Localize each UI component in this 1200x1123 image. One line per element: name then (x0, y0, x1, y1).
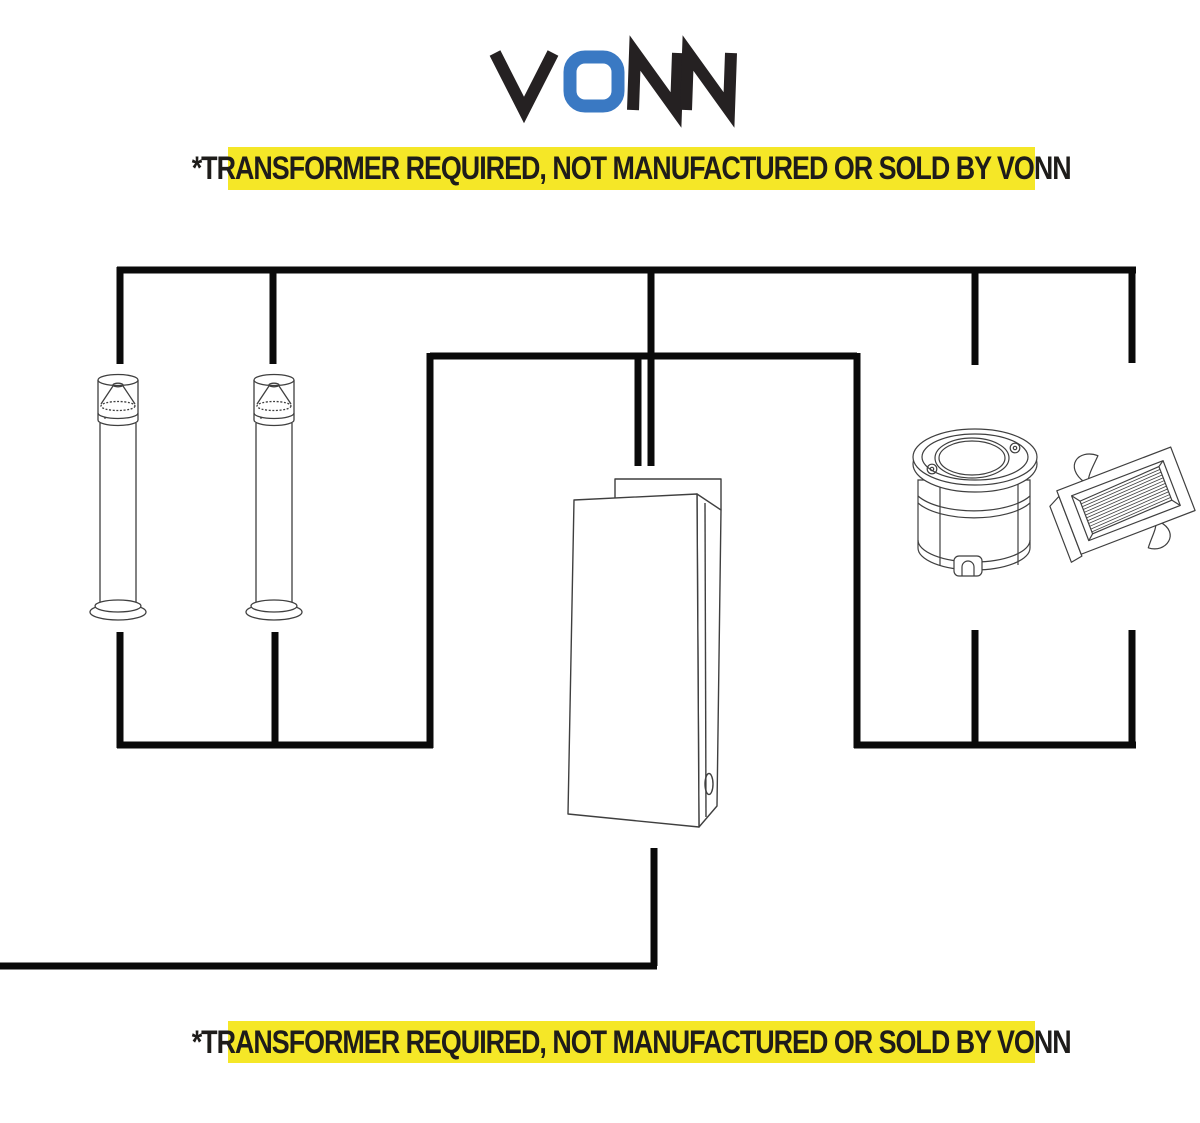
bollard-light-1-illustration (89, 373, 147, 621)
logo-letter-v (489, 50, 559, 124)
top-banner-text: *TRANSFORMER REQUIRED, NOT MANUFACTURED … (192, 150, 1072, 186)
transformer-illustration (567, 478, 722, 828)
logo-letter-n1 (627, 35, 684, 128)
vonn-logo (489, 35, 737, 128)
inground-light-illustration (912, 428, 1038, 577)
step-light-illustration (1049, 446, 1196, 563)
bollard-light-2-illustration (245, 373, 303, 621)
bottom-banner-text: *TRANSFORMER REQUIRED, NOT MANUFACTURED … (192, 1023, 1072, 1060)
top-transformer-banner: *TRANSFORMER REQUIRED, NOT MANUFACTURED … (192, 147, 1072, 190)
bottom-transformer-banner: *TRANSFORMER REQUIRED, NOT MANUFACTURED … (192, 1021, 1072, 1063)
logo-letter-o (563, 50, 625, 113)
logo-letter-n2 (680, 35, 737, 128)
